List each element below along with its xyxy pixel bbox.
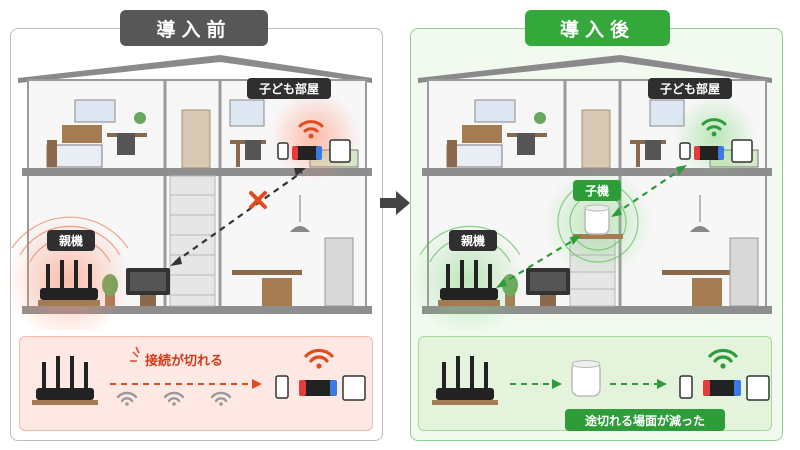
phone-icon xyxy=(275,375,289,399)
router-icon xyxy=(438,260,500,306)
game-console-icon xyxy=(292,146,322,160)
tablet-icon xyxy=(746,375,770,401)
phone-icon xyxy=(679,142,691,160)
wifi-icon xyxy=(304,348,334,363)
before-title: 導入前 xyxy=(120,10,268,46)
after-router-label: 親機 xyxy=(449,230,497,251)
wifi-icon xyxy=(116,391,232,403)
before-house xyxy=(6,55,372,330)
before-router-label: 親機 xyxy=(47,230,95,251)
tv-icon xyxy=(126,268,170,306)
before-note: 接続が切れる xyxy=(145,354,224,369)
wifi-dot xyxy=(711,131,717,137)
phone-icon xyxy=(277,142,289,160)
tv-icon xyxy=(526,268,570,306)
phone-icon xyxy=(679,375,693,399)
tablet-icon xyxy=(731,139,753,163)
router-icon xyxy=(38,260,100,306)
game-console-icon xyxy=(703,380,741,396)
extender-icon xyxy=(571,360,601,397)
x-mark-icon xyxy=(249,191,267,209)
tablet-icon xyxy=(329,139,351,163)
game-console-icon xyxy=(694,146,724,160)
game-console-icon xyxy=(299,380,337,396)
tablet-icon xyxy=(342,375,366,401)
router-icon xyxy=(432,356,498,405)
after-room-label: 子ども部屋 xyxy=(648,78,732,99)
after-extender-label: 子機 xyxy=(573,180,621,201)
wifi-icon xyxy=(298,120,324,133)
after-title: 導入後 xyxy=(525,10,670,46)
router-icon xyxy=(32,356,98,405)
wifi-icon xyxy=(708,348,738,363)
after-note: 途切れる場面が減った xyxy=(565,409,725,431)
summary-diagrams xyxy=(32,346,770,406)
extender-icon xyxy=(584,204,610,235)
before-room-label: 子ども部屋 xyxy=(247,78,331,99)
wifi-dot xyxy=(308,133,314,139)
next-arrow-icon xyxy=(380,191,410,215)
wifi-icon xyxy=(701,118,727,131)
